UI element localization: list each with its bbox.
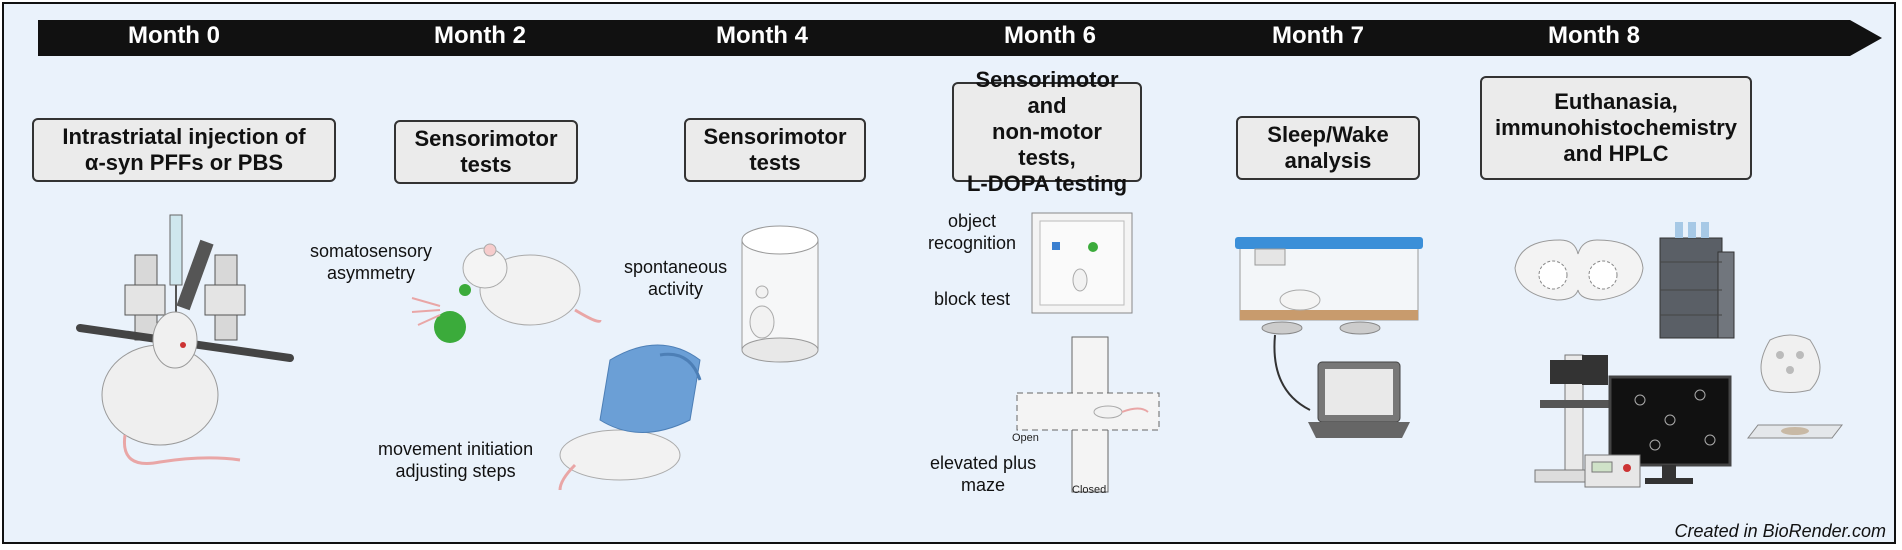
sleep-cage-illustration <box>1235 237 1423 411</box>
monitor-icon <box>1608 375 1732 484</box>
glove-rat-illustration <box>558 344 702 491</box>
month-label-0: Month 0 <box>128 22 220 49</box>
label-spontaneous-activity: spontaneous activity <box>624 257 728 299</box>
elevated-plus-maze <box>1016 336 1160 493</box>
credit-text: Created in BioRender.com <box>1674 521 1886 541</box>
label-open-arm: Open <box>1012 432 1039 444</box>
label-elevated-plus-maze: elevated plus maze <box>930 453 1037 495</box>
stage-box-sensorimotor-m2: Sensorimotor tests <box>394 120 578 184</box>
month-label-8: Month 8 <box>1548 22 1640 49</box>
stage-box-euthanasia: Euthanasia, immunohistochemistry and HPL… <box>1480 76 1752 180</box>
microscope-slide-icon <box>1746 424 1844 439</box>
sensorimotor-rat-illustration <box>411 243 602 343</box>
midbrain-section-icon <box>1760 334 1821 393</box>
stage-box-nonmotor-ldopa: Sensorimotor and non-motor tests, L-DOPA… <box>952 67 1142 196</box>
stereotaxic-injection-illustration <box>76 214 294 465</box>
month-label-7: Month 7 <box>1272 22 1364 49</box>
brain-slice-illustration <box>1514 239 1644 301</box>
month-label-2: Month 2 <box>434 22 526 49</box>
hplc-instrument-icon <box>1659 222 1735 339</box>
stage-box-injection: Intrastriatal injection of α-syn PFFs or… <box>32 118 336 182</box>
object-recognition-arena <box>1031 212 1133 314</box>
stage-box-sleep-wake: Sleep/Wake analysis <box>1236 116 1420 180</box>
month-label-6: Month 6 <box>1004 22 1096 49</box>
stage-box-sensorimotor-m4: Sensorimotor tests <box>684 118 866 182</box>
power-supply-icon <box>1584 454 1641 488</box>
label-movement-initiation: movement initiation adjusting steps <box>378 439 534 481</box>
timeline-arrow <box>38 20 1882 56</box>
label-closed-arm: Closed <box>1072 484 1107 496</box>
label-object-recognition: object recognition <box>928 211 1017 253</box>
label-somatosensory-asymmetry: somatosensory asymmetry <box>310 241 433 283</box>
laptop-icon <box>1308 361 1410 438</box>
month-label-4: Month 4 <box>716 22 808 49</box>
label-block-test: block test <box>934 289 1011 309</box>
cylinder-illustration <box>741 225 819 363</box>
